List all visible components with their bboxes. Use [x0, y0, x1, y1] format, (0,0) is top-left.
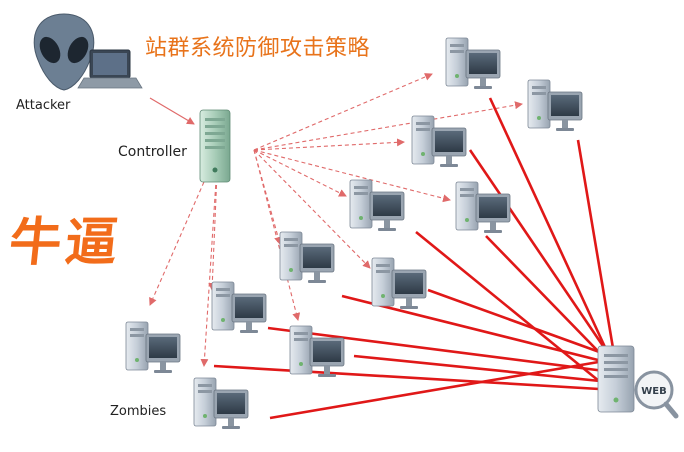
web-server-target: WEB — [597, 345, 679, 419]
attack-arrow — [415, 230, 612, 392]
attack-arrow — [576, 139, 621, 368]
control-arrow — [253, 73, 433, 151]
zombies-label: Zombies — [110, 404, 167, 419]
zombie-computer — [125, 321, 181, 373]
attacker-to-controller-arrow — [149, 97, 195, 125]
nodes: WEB — [33, 13, 679, 429]
zombie-computer — [371, 257, 427, 309]
zombie-computer — [211, 281, 267, 333]
attack-arrow — [353, 354, 612, 387]
web-badge-lens — [634, 370, 674, 410]
controller-server — [199, 109, 231, 183]
zombie-computer — [455, 181, 511, 233]
attack-arrow — [269, 353, 624, 420]
web-badge-label: WEB — [641, 386, 666, 397]
zombie-computer — [349, 179, 405, 231]
attacker-figure — [33, 13, 143, 91]
zombie-computer — [193, 377, 249, 429]
zombie-computer — [411, 115, 467, 167]
attack-arrow — [468, 149, 624, 376]
control-arrow — [253, 101, 523, 151]
attack-arrow — [213, 364, 618, 396]
zombie-computer — [445, 37, 501, 89]
attacker-label: Attacker — [16, 98, 71, 113]
attack-arrow — [341, 294, 624, 370]
control-arrow — [253, 149, 301, 321]
attack-arrow — [488, 97, 612, 360]
control-arrow — [253, 149, 347, 197]
control-arrow — [200, 149, 219, 367]
slogan-text: 牛逼 — [6, 213, 125, 273]
controller-label: Controller — [118, 144, 187, 160]
control-arrow — [253, 149, 451, 203]
attack-arrow — [427, 288, 618, 361]
zombie-computer — [279, 231, 335, 283]
zombie-computer — [289, 325, 345, 377]
diagram-title: 站群系统防御攻击策略 — [145, 36, 371, 61]
zombie-computer — [527, 79, 583, 131]
